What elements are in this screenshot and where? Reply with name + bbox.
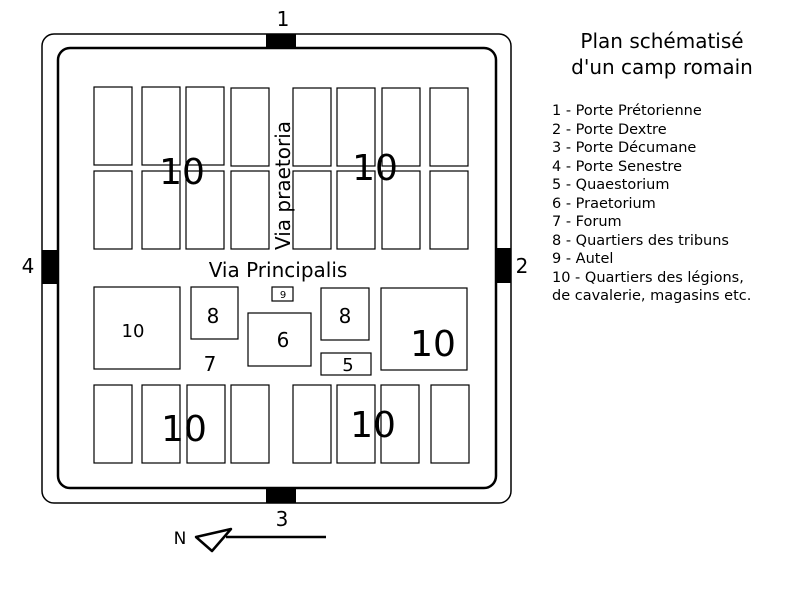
legend-title: Plan schématisé d'un camp romain [552,28,772,80]
barrack-block [380,384,420,464]
legend-item: 6 - Praetorium [552,195,656,212]
legend-item: 1 - Porte Prétorienne [552,103,702,119]
quaestorium-label: 5 [342,355,353,376]
quarters-label: 10 [352,148,398,189]
legend-item: 5 - Quaestorium [552,177,670,193]
barrack-block [185,86,225,166]
altar-label: 9 [280,290,286,301]
gate-south-label: 3 [276,507,289,531]
altar-box [271,286,294,302]
barrack-block [93,86,133,166]
quarters-label: 10 [122,321,145,342]
roman-camp-plan: 1 2 3 4 Via Principalis Via praetoria 10… [22,7,529,553]
legend-item: 8 - Quartiers des tribuns [552,232,729,249]
tribunes-label: 8 [339,304,352,328]
praetorium-label: 6 [277,328,290,352]
gate-north [266,34,296,49]
barrack-block [381,170,421,250]
legend: Plan schématisé d'un camp romain 1 - Por… [552,28,792,306]
forum-label: 7 [204,352,217,376]
tribunes-quarters-right [320,287,370,341]
gate-west [42,250,59,284]
barrack-block [381,87,421,167]
legend-item: 3 - Porte Décumane [552,140,697,156]
barrack-block [230,170,270,250]
gate-south [266,487,296,503]
quaestorium-building [320,352,372,376]
barrack-block [292,170,332,250]
quarters-label: 10 [161,409,207,450]
legend-item: 10 - Quartiers des légions, [552,269,744,286]
tribunes-label: 8 [207,304,220,328]
legend-item: de cavalerie, magasins etc. [552,288,752,304]
legend-item: 4 - Porte Senestre [552,158,682,175]
barrack-block [429,170,469,250]
north-label: N [174,529,187,549]
barrack-block [336,87,376,167]
barrack-block [292,87,332,167]
tribunes-quarters-left [190,286,239,340]
legend-item: 9 - Autel [552,251,614,267]
quarters-label: 10 [159,152,205,193]
gate-east-label: 2 [516,254,529,278]
barrack-block [336,384,376,464]
legend-list: 1 - Porte Prétorienne 2 - Porte Dextre 3… [552,102,792,306]
quarters-block-right [380,287,468,371]
gate-north-label: 1 [277,7,290,31]
barrack-block [185,170,225,250]
barrack-block [292,384,332,464]
barrack-block [429,87,469,167]
barrack-block [141,384,181,464]
quarters-label: 10 [410,324,456,365]
praetorium-building [247,312,312,367]
barrack-block [141,170,181,250]
gate-west-label: 4 [22,254,35,278]
quarters-block-left [93,286,181,370]
legend-title-line1: Plan schématisé [580,29,744,53]
barrack-block [336,170,376,250]
barrack-block [430,384,470,464]
barrack-block [186,384,226,464]
quarters-label: 10 [350,405,396,446]
barrack-block [93,384,133,464]
via-principalis-label: Via Principalis [209,258,348,282]
via-praetoria-label: Via praetoria [271,121,295,250]
legend-title-line2: d'un camp romain [571,55,753,79]
gate-east [495,248,511,283]
barrack-block [93,170,133,250]
north-arrow-icon [194,527,326,553]
barrack-block [230,87,270,167]
barrack-block [230,384,270,464]
legend-item: 7 - Forum [552,214,622,230]
barrack-block [141,86,181,166]
legend-item: 2 - Porte Dextre [552,121,667,138]
